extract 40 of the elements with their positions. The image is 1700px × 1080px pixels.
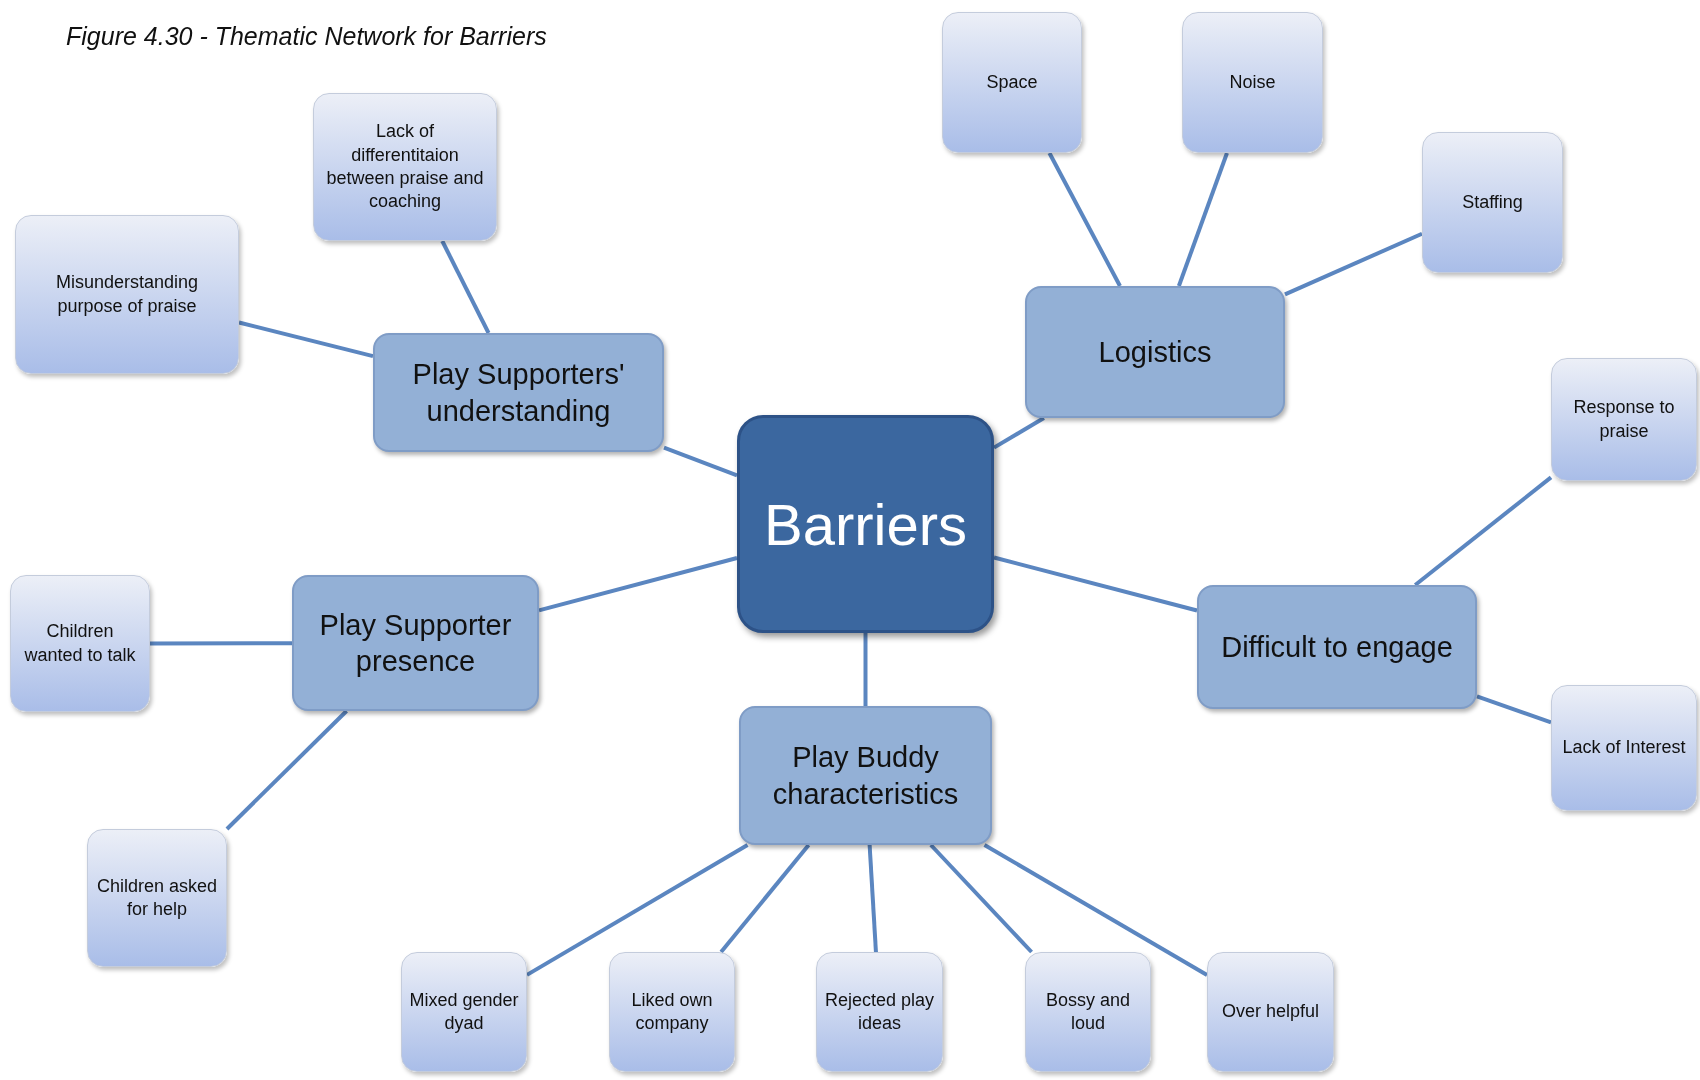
subtheme-box: Liked own company bbox=[609, 952, 735, 1072]
connector-line bbox=[440, 240, 491, 334]
theme-box: Difficult to engage bbox=[1197, 585, 1477, 709]
connector-line bbox=[929, 843, 1033, 954]
connector-line bbox=[1413, 475, 1553, 587]
subtheme-box: Lack of differentitaion between praise and coaching bbox=[313, 93, 497, 241]
theme-box: Play Supporter presence bbox=[292, 575, 539, 711]
theme-box: Play Buddy characteristics bbox=[739, 706, 992, 845]
theme-box: Play Supporters' understanding bbox=[373, 333, 664, 452]
connector-line bbox=[526, 843, 749, 977]
subtheme-box: Lack of Interest bbox=[1551, 685, 1697, 811]
subtheme-box: Noise bbox=[1182, 12, 1323, 153]
connector-line bbox=[992, 416, 1045, 450]
connector-line bbox=[150, 641, 292, 646]
connector-line bbox=[1177, 152, 1229, 287]
connector-line bbox=[719, 843, 811, 954]
subtheme-box: Response to praise bbox=[1551, 358, 1697, 481]
central-theme-box: Barriers bbox=[737, 415, 994, 633]
connector-line bbox=[238, 320, 374, 359]
subtheme-box: Misunderstanding purpose of praise bbox=[15, 215, 239, 374]
subtheme-box: Staffing bbox=[1422, 132, 1563, 273]
connector-line bbox=[225, 709, 348, 831]
connector-line bbox=[993, 555, 1198, 613]
figure-title: Figure 4.30 - Thematic Network for Barriers bbox=[66, 22, 547, 51]
subtheme-box: Children asked for help bbox=[87, 829, 227, 967]
subtheme-box: Children wanted to talk bbox=[10, 575, 150, 712]
connector-line bbox=[1476, 694, 1552, 725]
theme-box: Logistics bbox=[1025, 286, 1285, 418]
subtheme-box: Rejected play ideas bbox=[816, 952, 943, 1072]
connector-line bbox=[863, 633, 868, 706]
connector-line bbox=[983, 843, 1208, 977]
connector-line bbox=[663, 445, 738, 478]
connector-line bbox=[1047, 152, 1122, 287]
connector-line bbox=[1284, 231, 1423, 297]
connector-line bbox=[867, 844, 878, 953]
subtheme-box: Bossy and loud bbox=[1025, 952, 1151, 1072]
connector-line bbox=[538, 556, 738, 613]
subtheme-box: Space bbox=[942, 12, 1082, 153]
subtheme-box: Mixed gender dyad bbox=[401, 952, 527, 1072]
subtheme-box: Over helpful bbox=[1207, 952, 1334, 1072]
